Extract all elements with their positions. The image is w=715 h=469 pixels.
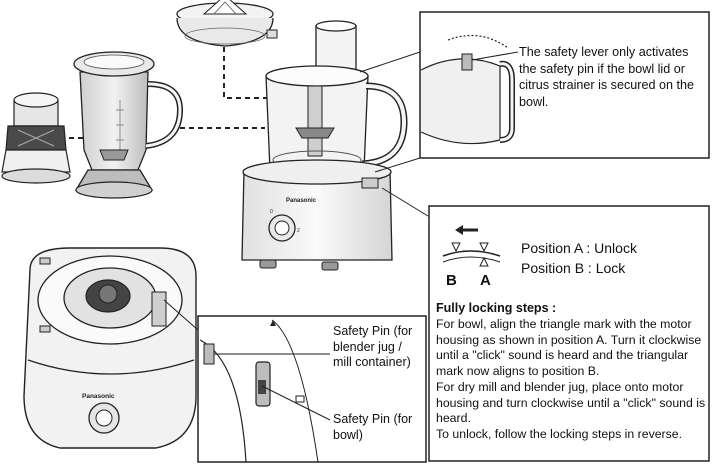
svg-text:2: 2: [297, 228, 300, 234]
base-logo: Panasonic: [82, 393, 115, 400]
base-leader-line: [163, 299, 199, 331]
processor-logo: Panasonic: [286, 198, 317, 204]
safety-lever-detail: [419, 11, 710, 159]
position-a-text: Position A : Unlock: [521, 240, 637, 256]
position-b-text: Position B : Lock: [521, 260, 626, 276]
position-box-frame: [428, 205, 710, 462]
motor-base: [23, 247, 197, 449]
safety-lever-callout: The safety lever only activates the safe…: [519, 45, 694, 109]
steps-title: Fully locking steps :: [436, 301, 557, 315]
steps-paragraph: To unlock, follow the locking steps in r…: [436, 426, 683, 441]
blender-pin-label: Safety Pin (for blender jug / mill conta…: [333, 324, 413, 369]
citrus-strainer: [176, 0, 278, 47]
blender-jug: [73, 51, 184, 199]
position-b-badge: B: [446, 272, 457, 289]
svg-text:0: 0: [270, 209, 273, 215]
safety-pin-detail: [197, 315, 427, 463]
steps-paragraph: For dry mill and blender jug, place onto…: [436, 379, 706, 426]
bowl-pin-label: Safety Pin (for bowl): [333, 412, 413, 442]
dashed-connectors: [69, 47, 268, 139]
leader-lines: [359, 51, 429, 217]
locking-steps: Fully locking steps : For bowl, align th…: [436, 301, 706, 443]
food-processor: 0 2: [241, 20, 408, 271]
steps-paragraph: For bowl, align the triangle mark with t…: [436, 317, 702, 379]
position-a-badge: A: [480, 272, 491, 289]
mill-container: [1, 92, 71, 184]
